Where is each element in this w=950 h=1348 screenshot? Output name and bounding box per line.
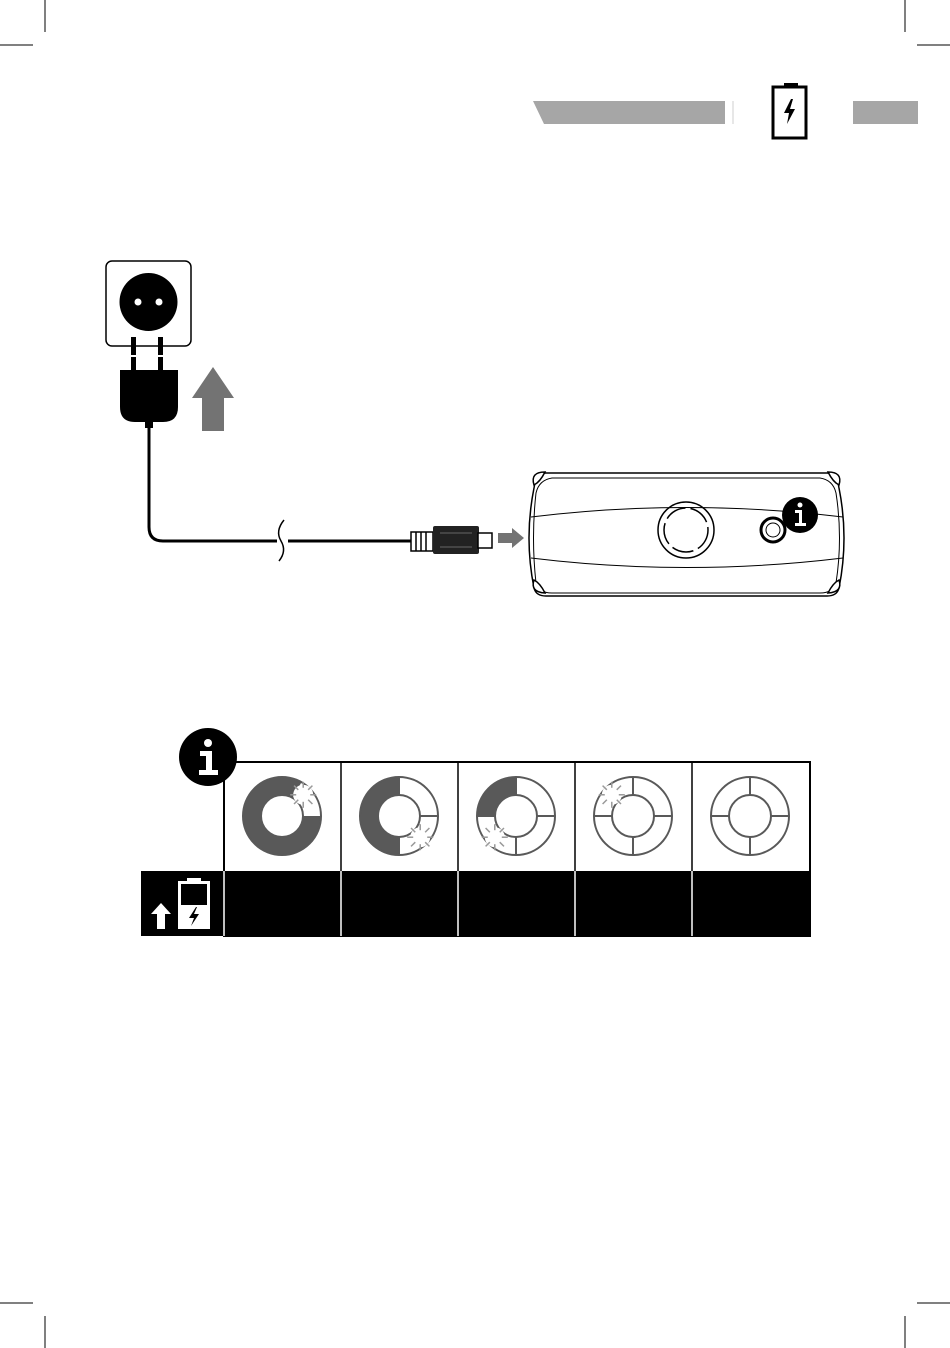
blinking-led-icon (407, 824, 433, 850)
blinking-led-icon (599, 782, 625, 808)
table-row-battery (141, 871, 810, 936)
blinking-led-icon (290, 782, 316, 808)
blinking-led-icon (482, 824, 508, 850)
info-icon (179, 728, 237, 786)
